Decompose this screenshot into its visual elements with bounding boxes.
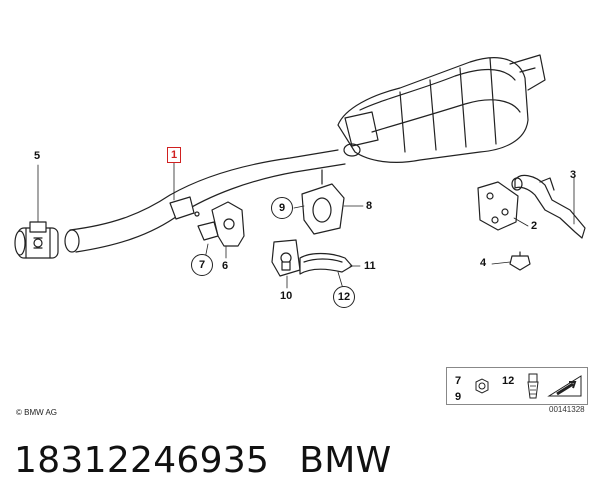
rear-muffler — [337, 54, 546, 163]
callout-12[interactable]: 12 — [333, 286, 355, 308]
callout-10[interactable]: 10 — [280, 290, 293, 302]
brand-name: BMW — [299, 440, 392, 481]
small-parts-legend: 7 9 12 — [446, 367, 588, 405]
muffler-hanger — [301, 169, 345, 235]
callout-7[interactable]: 7 — [191, 254, 213, 276]
diagram-reference-number: 00141328 — [549, 405, 585, 414]
nut-icon — [475, 378, 489, 394]
copyright-notice: © BMW AG — [16, 408, 58, 417]
legend-label-7: 7 — [455, 375, 462, 387]
callout-11[interactable]: 11 — [364, 260, 376, 272]
mount-bracket — [197, 201, 245, 247]
pipe-clamp — [14, 221, 59, 259]
callout-2[interactable]: 2 — [531, 220, 538, 232]
legend-label-9: 9 — [455, 391, 462, 403]
strap-bracket — [299, 252, 353, 275]
exhaust-parts-diagram — [14, 54, 586, 293]
legend-label-12: 12 — [502, 375, 515, 387]
callout-8[interactable]: 8 — [366, 200, 373, 212]
callout-5[interactable]: 5 — [34, 150, 41, 162]
callout-4[interactable]: 4 — [480, 257, 487, 269]
callout-3[interactable]: 3 — [570, 169, 577, 181]
part-caption: 18312246935 BMW — [14, 440, 392, 481]
callout-6[interactable]: 6 — [222, 260, 229, 272]
exhaust-gasket — [477, 181, 519, 231]
callout-9[interactable]: 9 — [271, 197, 293, 219]
rubber-mount — [271, 239, 301, 277]
callout-1-highlighted[interactable]: 1 — [167, 147, 182, 163]
clip-nut-icon — [527, 373, 539, 399]
bolt — [509, 251, 531, 271]
tail-pipe — [511, 174, 586, 239]
part-number: 18312246935 — [14, 440, 270, 481]
exhaust-pipe — [64, 149, 346, 253]
arrow-icon — [547, 375, 582, 397]
